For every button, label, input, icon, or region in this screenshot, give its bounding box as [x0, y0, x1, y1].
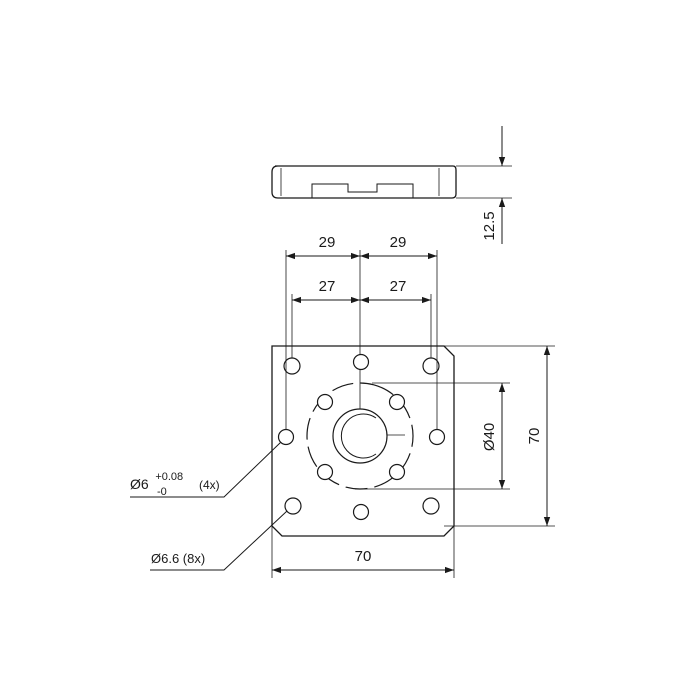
callout-dowel-upper: +0.08 [155, 471, 183, 483]
clearance-hole-inner-top-right [388, 393, 406, 411]
front-view: 29 29 27 27 Ø40 70 70 Ø6 +0.08 -0 (4x) [130, 234, 555, 578]
callout-dowel-prefix: Ø6 [130, 476, 149, 492]
clearance-hole-inner-bottom-right [388, 463, 406, 481]
side-view-center-slot [311, 183, 414, 198]
dim-27-right-label: 27 [390, 278, 407, 295]
dim-27-left-label: 27 [319, 278, 336, 295]
callout-dowel-qty: (4x) [199, 478, 220, 492]
clearance-hole-bottom-right [422, 497, 440, 515]
clearance-hole-inner-bottom-left [316, 463, 334, 481]
bolt-circle [306, 382, 414, 490]
leader-clearance-hole [150, 510, 288, 571]
side-view: 12.5 [271, 126, 512, 244]
clearance-hole-inner-top-left [316, 393, 334, 411]
dowel-hole-right [428, 428, 446, 446]
dowel-hole-bottom [352, 503, 370, 521]
callout-dowel-lower: -0 [157, 486, 167, 498]
height-dimension-label: 12.5 [481, 211, 498, 240]
dim-29-left-label: 29 [319, 234, 336, 251]
dim-40-label: Ø40 [481, 423, 498, 451]
dim-29-right-label: 29 [390, 234, 407, 251]
center-bore-inner [340, 413, 377, 459]
clearance-hole-bottom-left [284, 497, 302, 515]
dowel-hole-top [352, 353, 370, 371]
callout-clearance-hole: Ø6.6 (8x) [151, 551, 205, 566]
callout-dowel-hole: Ø6 +0.08 -0 (4x) [130, 468, 220, 498]
leader-dowel-hole [130, 441, 282, 498]
side-view-outline [271, 165, 457, 199]
dim-70-horizontal-label: 70 [355, 548, 372, 565]
dim-70-vertical-label: 70 [526, 428, 543, 445]
